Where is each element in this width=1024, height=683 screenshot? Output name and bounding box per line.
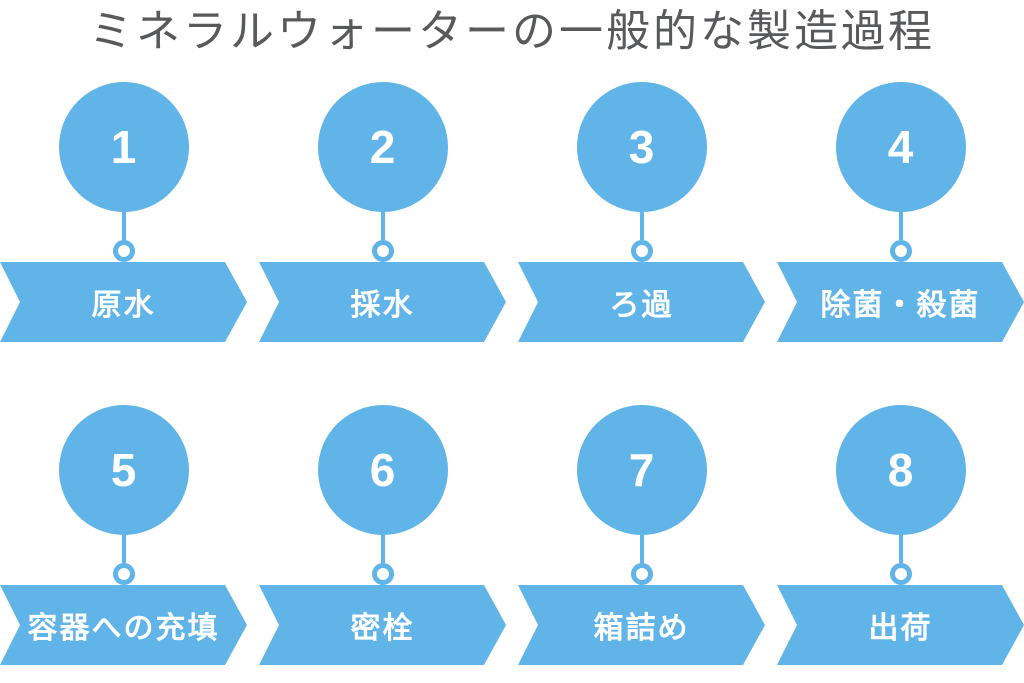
connector-ring-icon [889,240,912,262]
step-number-circle: 4 [835,82,966,212]
process-row-top: 1 原水 2 採水 3 ろ過 [0,82,1024,342]
step-6-sealing: 6 密栓 [259,405,506,665]
step-number-circle: 3 [576,82,707,212]
step-number-circle: 6 [317,405,448,535]
connector-line [639,212,644,240]
step-label-banner: 除菌・殺菌 [777,262,1024,342]
step-label: 箱詰め [593,612,690,645]
step-label: 出荷 [868,612,933,645]
connector-line [898,535,903,563]
step-number-circle: 8 [835,405,966,535]
step-label-banner: 原水 [0,262,247,342]
step-label-banner: 容器への充填 [0,585,247,665]
step-number: 1 [110,121,137,173]
connector-line [121,212,126,240]
step-4-sterilization: 4 除菌・殺菌 [777,82,1024,342]
step-label: 容器への充填 [27,612,220,645]
step-label: ろ過 [609,289,674,322]
step-1-raw-water: 1 原水 [0,82,247,342]
step-number: 6 [369,444,396,496]
step-number: 5 [110,444,137,496]
connector-line [898,212,903,240]
step-3-filtration: 3 ろ過 [518,82,765,342]
step-8-shipping: 8 出荷 [777,405,1024,665]
connector-ring-icon [889,563,912,585]
connector-ring-icon [112,563,135,585]
connector-line [380,212,385,240]
connector-ring-icon [630,240,653,262]
step-label: 原水 [91,289,156,322]
step-7-boxing: 7 箱詰め [518,405,765,665]
connector-ring-icon [112,240,135,262]
step-number: 8 [887,444,914,496]
step-label-banner: 密栓 [259,585,506,665]
step-number: 7 [628,444,655,496]
connector-ring-icon [371,240,394,262]
step-label: 除菌・殺菌 [820,289,981,322]
connector-line [121,535,126,563]
step-2-water-collection: 2 採水 [259,82,506,342]
step-number-circle: 2 [317,82,448,212]
connector-ring-icon [371,563,394,585]
connector-line [380,535,385,563]
step-label-banner: 出荷 [777,585,1024,665]
step-number: 2 [369,121,396,173]
step-label: 採水 [350,289,415,322]
process-row-bottom: 5 容器への充填 6 密栓 7 箱詰め [0,405,1024,665]
connector-line [639,535,644,563]
step-number-circle: 5 [58,405,189,535]
step-label-banner: 箱詰め [518,585,765,665]
step-number-circle: 7 [576,405,707,535]
step-label-banner: 採水 [259,262,506,342]
step-number: 4 [887,121,914,173]
step-number-circle: 1 [58,82,189,212]
page-title: ミネラルウォーターの一般的な製造過程 [89,7,935,56]
connector-ring-icon [630,563,653,585]
step-label: 密栓 [350,612,415,645]
step-number: 3 [628,121,655,173]
step-label-banner: ろ過 [518,262,765,342]
step-5-container-filling: 5 容器への充填 [0,405,247,665]
